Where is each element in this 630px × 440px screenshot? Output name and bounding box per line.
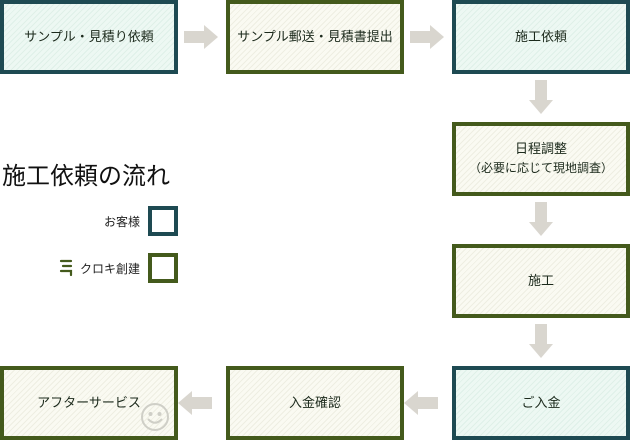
legend-kuroki-label: クロキ創建: [79, 261, 140, 276]
step-sample-shipping-estimate: サンプル郵送・見積書提出: [226, 0, 404, 74]
arrow-left-icon: [404, 391, 438, 415]
step-schedule-adjustment: 日程調整 （必要に応じて現地調査）: [452, 122, 630, 196]
step-payment: ご入金: [452, 366, 630, 440]
arrow-down-icon: [529, 202, 553, 236]
step-label: サンプル郵送・見積書提出: [237, 29, 393, 45]
arrow-left-icon: [178, 391, 212, 415]
step-label: サンプル・見積り依頼: [24, 29, 154, 45]
step-label: アフターサービス: [37, 395, 141, 411]
step-sample-estimate-request: サンプル・見積り依頼: [0, 0, 178, 74]
arrow-right-icon: [410, 25, 444, 49]
step-label: 施工: [527, 273, 554, 289]
legend-customer: お客様: [0, 206, 178, 236]
step-construction-request: 施工依頼: [452, 0, 630, 74]
arrow-down-icon: [529, 80, 553, 114]
step-payment-confirmation: 入金確認: [226, 366, 404, 440]
step-construction: 施工: [452, 244, 630, 318]
kuroki-logo-icon: [59, 259, 73, 277]
smiley-icon: [141, 403, 169, 431]
arrow-down-icon: [529, 324, 553, 358]
legend-customer-swatch: [148, 206, 178, 236]
legend-kuroki-swatch: [148, 253, 178, 283]
arrow-right-icon: [184, 25, 218, 49]
step-label: ご入金: [521, 395, 561, 411]
step-label: 施工依頼: [514, 29, 567, 45]
step-sublabel: （必要に応じて現地調査）: [468, 161, 613, 175]
page-title: 施工依頼の流れ: [2, 162, 170, 190]
step-after-service: アフターサービス: [0, 366, 178, 440]
step-label: 日程調整: [514, 142, 567, 157]
legend-kuroki: クロキ創建: [0, 253, 178, 283]
legend-customer-label: お客様: [103, 214, 140, 229]
step-label: 入金確認: [288, 395, 341, 411]
